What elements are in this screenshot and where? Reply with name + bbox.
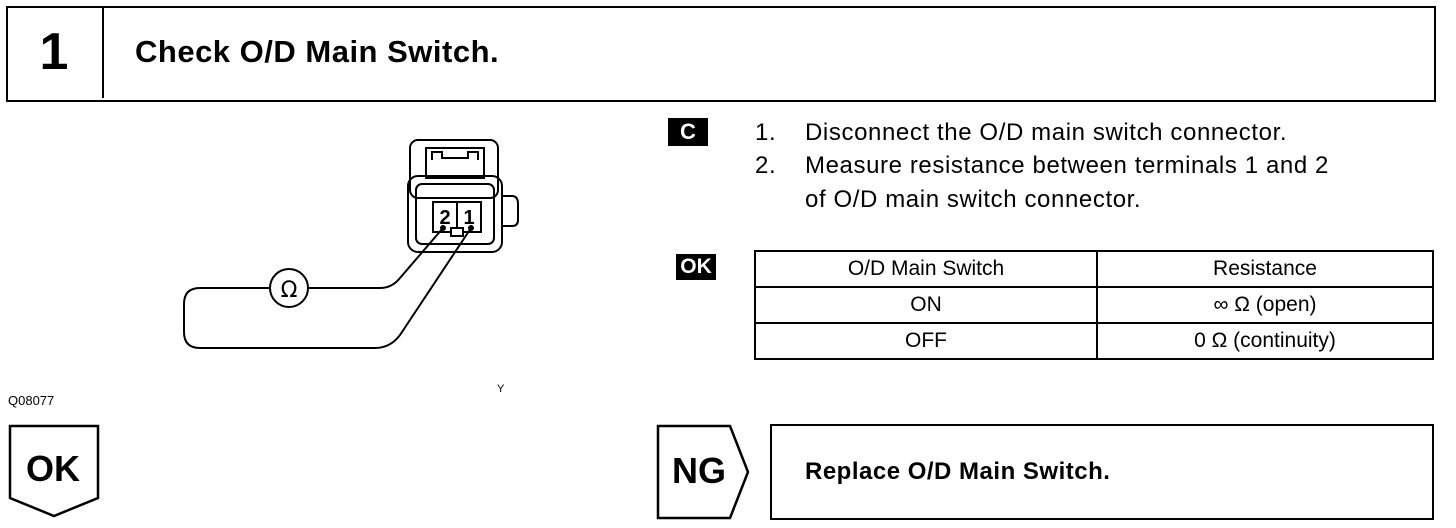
ng-arrow-shape xyxy=(656,424,750,520)
step-number: 1 xyxy=(6,6,104,98)
table-cell: 0 Ω (continuity) xyxy=(1096,322,1434,360)
table-header-row: O/D Main Switch Resistance xyxy=(754,250,1434,288)
connector-key xyxy=(450,227,464,237)
probe-lead-terminal-2 xyxy=(308,227,444,289)
table-row: ON ∞ Ω (open) xyxy=(754,286,1434,324)
resistance-spec-table: O/D Main Switch Resistance ON ∞ Ω (open)… xyxy=(754,250,1434,360)
ng-action-text: Replace O/D Main Switch. xyxy=(805,458,1111,485)
instruction-1-text: Disconnect the O/D main switch connector… xyxy=(805,119,1288,146)
step-title: Check O/D Main Switch. xyxy=(135,34,500,69)
probe-lead-terminal-1 xyxy=(183,227,472,349)
connector-diagram: 2 1 Ω xyxy=(183,139,519,349)
instruction-2-number: 2. xyxy=(755,152,777,179)
ok-outcome-label: OK xyxy=(26,448,80,489)
figure-mark: Y xyxy=(497,383,505,395)
ok-pentagon-shape xyxy=(8,424,100,518)
connector-latch-tab xyxy=(431,151,479,160)
table-cell: OFF xyxy=(754,322,1098,360)
instruction-2-text: Measure resistance between terminals 1 a… xyxy=(805,152,1330,179)
connector-latch-outer xyxy=(409,139,499,199)
procedure-badge: C xyxy=(668,118,708,146)
column-header-resistance: Resistance xyxy=(1096,250,1434,288)
connector-body-inner xyxy=(415,183,495,245)
column-header-switch: O/D Main Switch xyxy=(754,250,1098,288)
step-header-box xyxy=(6,6,1436,102)
ohm-symbol: Ω xyxy=(281,278,298,303)
instruction-1-number: 1. xyxy=(755,119,777,146)
instruction-2-text-continued: of O/D main switch connector. xyxy=(805,186,1142,213)
connector-side-lock xyxy=(502,195,519,227)
spec-ok-badge: OK xyxy=(676,254,716,280)
ng-outcome-label: NG xyxy=(672,450,726,491)
table-cell: ON xyxy=(754,286,1098,324)
figure-code: Q08077 xyxy=(8,393,55,408)
table-cell: ∞ Ω (open) xyxy=(1096,286,1434,324)
connector-latch-inner xyxy=(425,147,485,179)
table-row: OFF 0 Ω (continuity) xyxy=(754,322,1434,360)
terminal-2-label: 2 xyxy=(439,207,450,229)
ng-action-box xyxy=(770,424,1434,520)
ohmmeter-icon xyxy=(269,268,309,308)
terminal-1-label: 1 xyxy=(463,207,474,229)
